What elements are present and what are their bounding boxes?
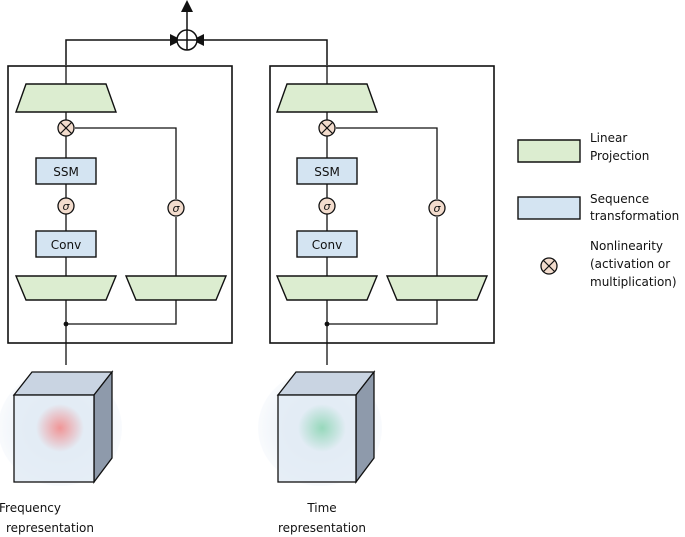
linear-projection-bottom-right [124, 275, 228, 301]
legend-linear-line1: Linear [590, 131, 627, 145]
circle-times-icon [57, 119, 75, 137]
legend-linear-line2: Projection [590, 149, 649, 163]
sigma-icon: σ [167, 199, 185, 217]
legend-nonlinearity-line3: multiplication) [590, 275, 677, 289]
sigma-icon: σ [57, 197, 75, 215]
time-caption-line2: representation [278, 521, 366, 535]
linear-projection-bottom-right [385, 275, 489, 301]
circle-plus-icon [176, 29, 198, 51]
conv-label: Conv [312, 238, 342, 252]
svg-text:σ: σ [173, 202, 181, 215]
conv-label: Conv [51, 238, 81, 252]
circle-times-icon [540, 257, 558, 275]
frequency-caption-line1: Frequency [0, 501, 61, 515]
legend-sequence-line2: transformation [590, 209, 679, 223]
svg-text:σ: σ [434, 202, 442, 215]
sigma-icon: σ [318, 197, 336, 215]
legend-nonlinearity-line1: Nonlinearity [590, 239, 663, 253]
block-frame [269, 65, 495, 344]
linear-projection-top [15, 83, 117, 113]
conv-box [296, 230, 358, 258]
conv-box [35, 230, 97, 258]
svg-text:σ: σ [324, 200, 332, 213]
sigma-icon: σ [428, 199, 446, 217]
ssm-label: SSM [314, 165, 340, 179]
ssm-box [35, 157, 97, 185]
linear-projection-bottom-left [275, 275, 379, 301]
ssm-box [296, 157, 358, 185]
linear-projection-bottom-left [14, 275, 118, 301]
legend-linear-swatch [517, 139, 581, 163]
legend-sequence-swatch [517, 196, 581, 220]
svg-text:σ: σ [63, 200, 71, 213]
time-caption-line1: Time [306, 501, 336, 515]
frequency-cube [0, 370, 122, 486]
linear-projection-top [276, 83, 378, 113]
block-frame [7, 65, 233, 344]
legend-sequence-line1: Sequence [590, 192, 649, 206]
circle-times-icon [318, 119, 336, 137]
legend: Linear Projection Sequence transformatio… [517, 131, 679, 289]
frequency-block: SSM σ Conv σ [7, 65, 233, 365]
frequency-caption-line2: representation [6, 521, 94, 535]
time-block: SSM σ Conv σ [269, 65, 495, 365]
output-combiner [65, 0, 328, 65]
legend-nonlinearity-line2: (activation or [590, 257, 670, 271]
time-cube [258, 370, 382, 486]
ssm-label: SSM [53, 165, 79, 179]
